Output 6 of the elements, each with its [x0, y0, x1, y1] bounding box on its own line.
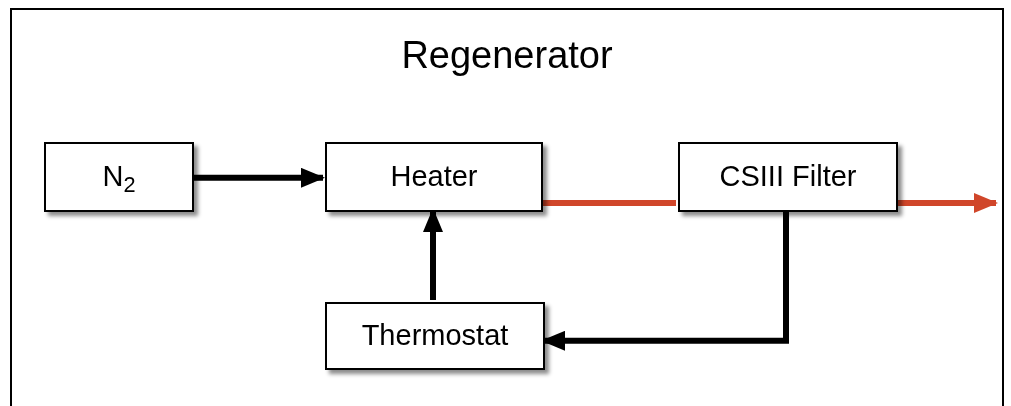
frame-box: [10, 8, 1004, 406]
process-box: Thermostat: [325, 302, 545, 370]
process-box: CSIII Filter: [678, 142, 898, 212]
frame-label: Regenerator: [400, 33, 614, 78]
process-box: Heater: [325, 142, 543, 212]
process-box: N$_{2}$: [44, 142, 194, 212]
